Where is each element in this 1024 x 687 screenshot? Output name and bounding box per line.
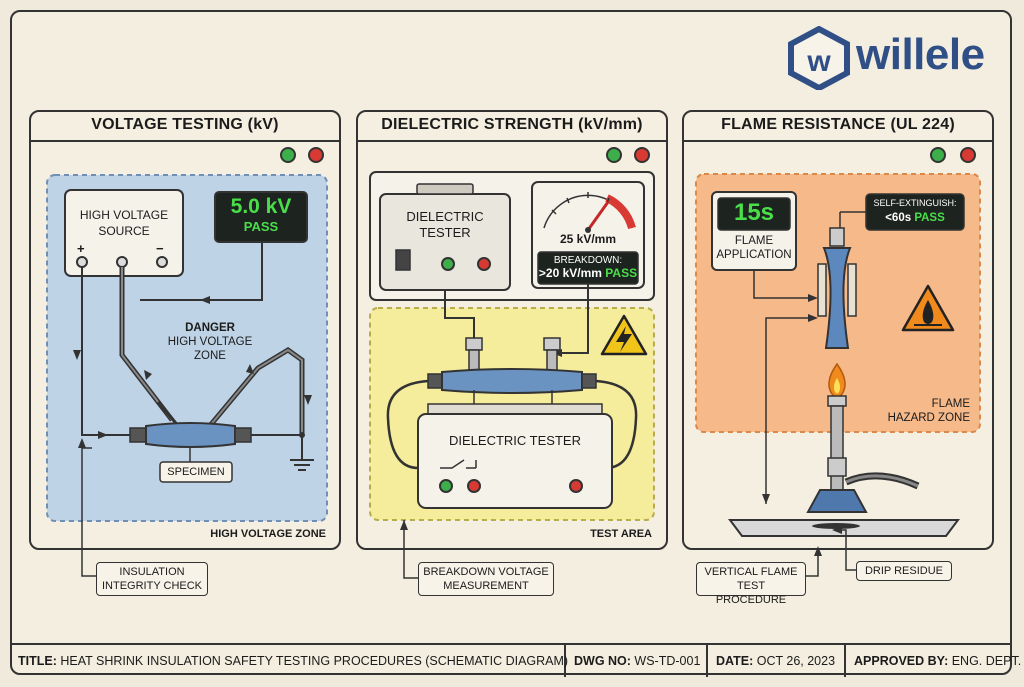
breakdown-pass-status: PASS xyxy=(605,266,638,280)
callout-ii-line1: INSULATION xyxy=(119,566,185,578)
green-indicator-lamp xyxy=(606,147,622,163)
voltage-readout: 5.0 kV xyxy=(230,195,292,218)
callout-insulation-integrity: INSULATION INTEGRITY CHECK xyxy=(96,562,208,596)
green-indicator-lamp xyxy=(930,147,946,163)
callout-bv-line2: MEASUREMENT xyxy=(443,580,529,592)
high-voltage-zone-label: HIGH VOLTAGE ZONE xyxy=(210,528,326,540)
specimen-label: SPECIMEN xyxy=(167,466,225,478)
red-indicator-lamp xyxy=(634,147,650,163)
dielectric-tester-bottom-label: DIELECTRIC TESTER xyxy=(449,433,581,448)
dielectric-tester-top-label: DIELECTRIC TESTER xyxy=(380,209,510,241)
electrical-hazard-icon xyxy=(600,314,648,356)
footer-title-cell: TITLE: HEAT SHRINK INSULATION SAFETY TES… xyxy=(10,645,569,677)
footer-approved-cell: APPROVED BY: ENG. DEPT. xyxy=(846,645,1021,677)
dielectric-test-schematic xyxy=(369,171,655,521)
flame-zone-line1: FLAME xyxy=(931,398,970,410)
callout-vf-line2: TEST PROCEDURE xyxy=(715,580,787,606)
footer-approved-label: APPROVED BY: xyxy=(854,654,949,668)
footer-title-label: TITLE: xyxy=(18,654,57,668)
logo-text: willele xyxy=(856,30,985,79)
footer-date-value: OCT 26, 2023 xyxy=(756,654,836,668)
footer-title-value: HEAT SHRINK INSULATION SAFETY TESTING PR… xyxy=(60,654,569,668)
panel-title-rule xyxy=(31,140,339,142)
footer-approved-value: ENG. DEPT. xyxy=(951,654,1022,668)
flame-app-line2: APPLICATION xyxy=(716,249,792,261)
voltage-pass-status: PASS xyxy=(243,219,279,234)
logo: w willele xyxy=(784,26,1000,90)
flame-app-line1: FLAME xyxy=(734,235,774,247)
self-extinguish-value: <60s xyxy=(885,212,912,224)
logo-mark: w xyxy=(806,45,831,78)
danger-line1: DANGER xyxy=(185,322,235,334)
danger-line3: ZONE xyxy=(194,350,226,362)
flame-timer-readout: 15s xyxy=(733,199,775,226)
positive-terminal-label: + xyxy=(77,241,85,256)
logo-hex-icon: w xyxy=(788,26,850,90)
self-extinguish-pass-status: PASS xyxy=(914,212,945,224)
voltage-display: 5.0 kV PASS xyxy=(215,195,307,235)
tester-top-line2: TESTER xyxy=(419,225,471,240)
breakdown-display: BREAKDOWN: >20 kV/mm PASS xyxy=(538,254,638,280)
negative-terminal-label: − xyxy=(156,241,164,256)
hv-source-line2: SOURCE xyxy=(98,224,150,238)
danger-zone-label: DANGER HIGH VOLTAGE ZONE xyxy=(155,321,265,363)
panel-title-dielectric: DIELECTRIC STRENGTH (kV/mm) xyxy=(381,116,643,133)
green-indicator-lamp xyxy=(280,147,296,163)
self-extinguish-label: SELF-EXTINGUISH: xyxy=(873,198,957,208)
callout-drip-residue: DRIP RESIDUE xyxy=(856,561,952,581)
fire-hazard-icon xyxy=(901,284,955,332)
hv-source-line1: HIGH VOLTAGE xyxy=(79,208,169,222)
test-area-label: TEST AREA xyxy=(590,528,652,540)
flame-zone-line2: HAZARD ZONE xyxy=(887,412,970,424)
callout-breakdown-voltage: BREAKDOWN VOLTAGE MEASUREMENT xyxy=(418,562,554,596)
callout-ii-line2: INTEGRITY CHECK xyxy=(101,580,203,592)
flame-application-label: FLAME APPLICATION xyxy=(712,234,796,262)
self-extinguish-readout: <60s PASS xyxy=(866,211,964,226)
gauge-value: 25 kV/mm xyxy=(559,232,617,246)
callout-vf-line1: VERTICAL FLAME xyxy=(704,566,798,578)
footer-dwg-value: WS-TD-001 xyxy=(634,654,701,668)
footer-dwg-cell: DWG NO: WS-TD-001 xyxy=(566,645,708,677)
panel-title-voltage: VOLTAGE TESTING (kV) xyxy=(91,116,279,133)
flame-test-schematic xyxy=(695,173,981,537)
breakdown-label: BREAKDOWN: xyxy=(553,255,623,266)
voltage-test-schematic xyxy=(46,174,328,522)
red-indicator-lamp xyxy=(960,147,976,163)
callout-vertical-flame: VERTICAL FLAME TEST PROCEDURE xyxy=(696,562,806,606)
danger-line2: HIGH VOLTAGE xyxy=(167,336,253,348)
flame-hazard-zone-label: FLAME HAZARD ZONE xyxy=(860,397,970,425)
footer-dwg-label: DWG NO: xyxy=(574,654,631,668)
footer-date-cell: DATE: OCT 26, 2023 xyxy=(708,645,846,677)
breakdown-readout: >20 kV/mm PASS xyxy=(538,267,638,280)
self-extinguish-display: SELF-EXTINGUISH: <60s PASS xyxy=(866,196,964,226)
hv-source-label: HIGH VOLTAGE SOURCE xyxy=(65,207,183,239)
footer-date-label: DATE: xyxy=(716,654,754,668)
red-indicator-lamp xyxy=(308,147,324,163)
breakdown-value: >20 kV/mm xyxy=(538,266,602,280)
panel-title-rule xyxy=(358,140,666,142)
title-block: TITLE: HEAT SHRINK INSULATION SAFETY TES… xyxy=(10,643,1021,677)
callout-bv-line1: BREAKDOWN VOLTAGE xyxy=(423,566,549,578)
panel-title-flame: FLAME RESISTANCE (UL 224) xyxy=(721,116,955,133)
tester-top-line1: DIELECTRIC xyxy=(406,209,484,224)
panel-title-rule xyxy=(684,140,992,142)
